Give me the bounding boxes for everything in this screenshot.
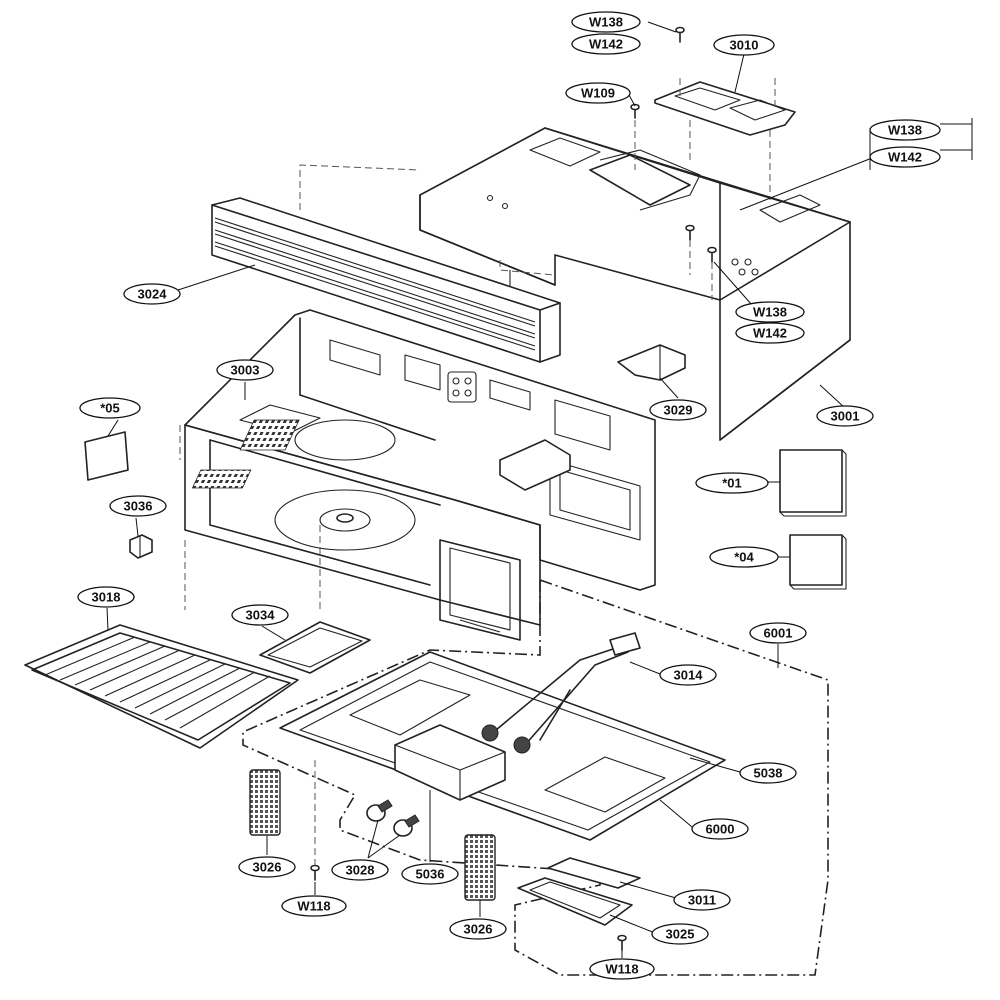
callout-6001: 6001 xyxy=(749,622,807,644)
callout-3029: 3029 xyxy=(649,399,707,421)
cover-3034 xyxy=(259,621,371,674)
svg-text:W142: W142 xyxy=(589,37,623,52)
callout-w142-right: W142 xyxy=(869,146,941,168)
callout-5038: 5038 xyxy=(739,762,797,784)
callout-w142-top: W142 xyxy=(571,33,641,55)
callout-w118-right: W118 xyxy=(589,958,655,980)
screw-w109 xyxy=(630,103,640,170)
callout-w138-top: W138 xyxy=(571,11,641,33)
svg-text:3025: 3025 xyxy=(666,927,695,942)
manual-04 xyxy=(789,534,847,590)
svg-text:3026: 3026 xyxy=(464,922,493,937)
callout-3036: 3036 xyxy=(109,495,167,517)
oven-cavity-3003 xyxy=(179,309,656,641)
callout-3024: 3024 xyxy=(123,283,181,305)
svg-text:W142: W142 xyxy=(888,150,922,165)
callout-w138-right: W138 xyxy=(869,119,941,141)
callout-3026-left: 3026 xyxy=(238,856,296,878)
svg-text:*04: *04 xyxy=(734,550,754,565)
svg-text:5036: 5036 xyxy=(416,867,445,882)
assembly-boundary-6001 xyxy=(242,579,829,976)
svg-text:6001: 6001 xyxy=(764,626,793,641)
manual-01 xyxy=(779,449,847,517)
svg-text:W109: W109 xyxy=(581,86,615,101)
screw-w138-side xyxy=(685,224,717,300)
svg-text:3036: 3036 xyxy=(124,499,153,514)
callout-5036: 5036 xyxy=(401,863,459,885)
callout-w118-left: W118 xyxy=(281,895,347,917)
svg-text:W118: W118 xyxy=(605,962,638,977)
svg-text:*01: *01 xyxy=(722,476,742,491)
callout-3003: 3003 xyxy=(216,359,274,381)
base-plate-6000 xyxy=(279,651,726,841)
callout-6000: 6000 xyxy=(691,818,749,840)
callout-05: *05 xyxy=(79,397,141,419)
grease-filter-3026-left xyxy=(249,769,281,836)
svg-text:3003: 3003 xyxy=(231,363,260,378)
callout-3014: 3014 xyxy=(659,664,717,686)
wire-rack-3018 xyxy=(24,624,299,749)
callout-w142-side: W142 xyxy=(735,322,805,344)
svg-text:W138: W138 xyxy=(888,123,922,138)
svg-text:3014: 3014 xyxy=(674,668,704,683)
callout-w109: W109 xyxy=(565,82,631,104)
callout-w138-side: W138 xyxy=(735,301,805,323)
svg-text:3001: 3001 xyxy=(831,409,860,424)
lamp-cover-3025 xyxy=(517,877,633,926)
leader-lines xyxy=(106,21,973,958)
outer-case-3001 xyxy=(419,127,851,441)
svg-text:W138: W138 xyxy=(753,305,787,320)
callout-3028: 3028 xyxy=(331,859,389,881)
screw-w138-top xyxy=(675,26,685,43)
callout-3010: 3010 xyxy=(713,34,775,56)
callout-3034: 3034 xyxy=(231,604,289,626)
svg-text:3024: 3024 xyxy=(138,287,168,302)
screw-w118-left xyxy=(310,760,320,881)
svg-text:W138: W138 xyxy=(589,15,623,30)
lamp-bulbs-3028 xyxy=(366,799,420,837)
svg-text:3018: 3018 xyxy=(92,590,121,605)
callout-3001: 3001 xyxy=(816,405,874,427)
vent-grille-3024 xyxy=(211,164,561,363)
grease-filter-3026-right xyxy=(464,834,496,901)
svg-text:6000: 6000 xyxy=(706,822,735,837)
callout-3018: 3018 xyxy=(77,586,135,608)
svg-text:W142: W142 xyxy=(753,326,787,341)
callout-3025: 3025 xyxy=(651,923,709,945)
callout-04: *04 xyxy=(709,546,779,568)
svg-text:3011: 3011 xyxy=(688,893,716,908)
callout-3026-right: 3026 xyxy=(449,918,507,940)
svg-text:3010: 3010 xyxy=(730,38,759,53)
callout-01: *01 xyxy=(695,472,769,494)
svg-text:5038: 5038 xyxy=(754,766,783,781)
bracket-3029 xyxy=(617,344,686,381)
lens-3011 xyxy=(547,857,641,889)
svg-text:*05: *05 xyxy=(100,401,120,416)
bracket-3010 xyxy=(654,78,796,200)
svg-text:W118: W118 xyxy=(297,899,330,914)
svg-text:3029: 3029 xyxy=(664,403,693,418)
svg-text:3028: 3028 xyxy=(346,863,375,878)
callout-3011: 3011 xyxy=(673,889,731,911)
wire-harness-3014 xyxy=(481,632,641,754)
latch-3036 xyxy=(129,534,153,559)
label-sheet-05 xyxy=(84,431,129,481)
svg-text:3034: 3034 xyxy=(246,608,276,623)
screw-w118-right xyxy=(617,934,627,951)
svg-text:3026: 3026 xyxy=(253,860,282,875)
